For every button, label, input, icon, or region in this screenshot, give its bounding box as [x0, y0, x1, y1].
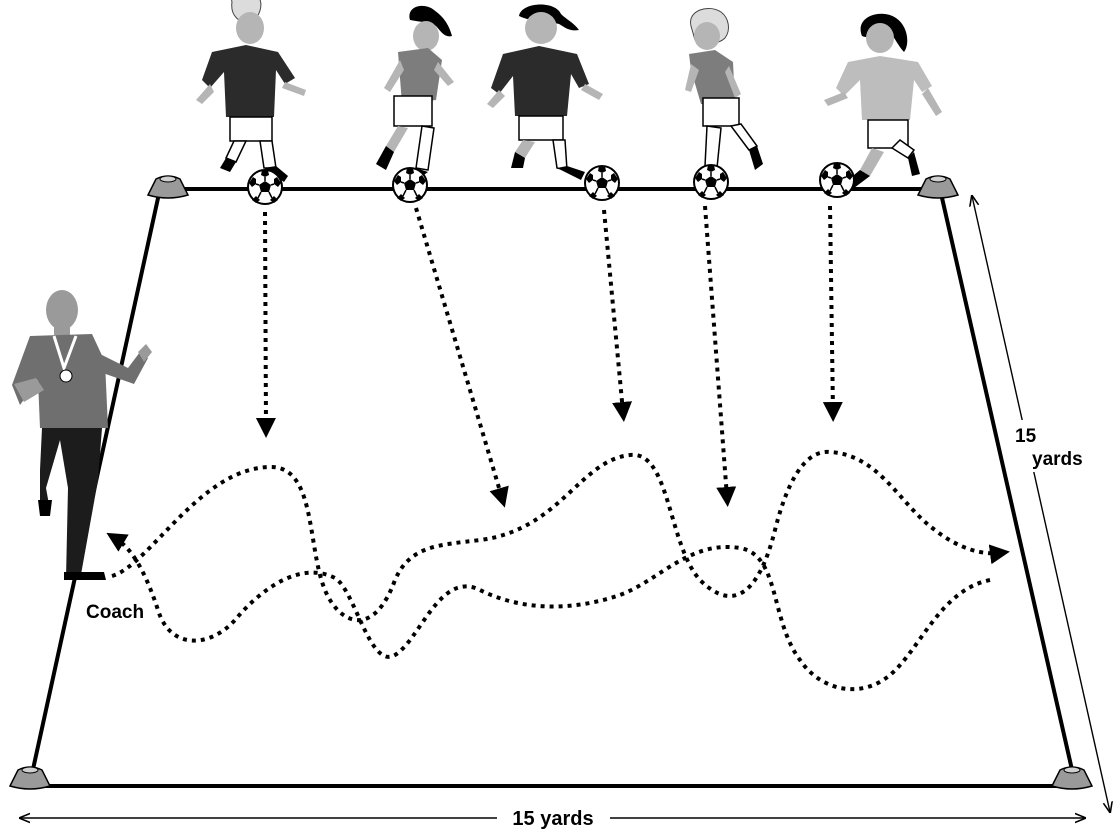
path-arrow [602, 209, 633, 422]
coach-label: Coach [86, 602, 144, 623]
coach-path-return [106, 532, 991, 692]
cone-icon [1051, 766, 1093, 790]
side-length-number: 15 [1015, 426, 1037, 447]
coach-icon [12, 290, 152, 580]
soccer-ball-icon [693, 164, 729, 200]
side-length-unit: yards [1032, 449, 1083, 470]
cone-icon [9, 766, 51, 790]
field [28, 187, 1077, 788]
players [196, 0, 942, 188]
player-icon [685, 8, 763, 178]
cone-icon [147, 175, 189, 199]
player-icon [487, 4, 603, 180]
side-measurement: 15 yards [972, 196, 1110, 812]
soccer-ball-icon [392, 167, 428, 203]
player-icon [824, 13, 942, 188]
path-arrow [255, 211, 276, 438]
soccer-ball-icon [584, 165, 620, 201]
bottom-length-label: 15 yards [512, 808, 593, 829]
bottom-measurement: 15 yards [20, 808, 1085, 829]
whistle-icon [52, 335, 78, 373]
cone-icon [917, 175, 959, 199]
soccer-ball-icon [247, 169, 283, 205]
soccer-ball-icon [819, 162, 855, 198]
player-icon [376, 5, 454, 182]
path-arrow [822, 205, 843, 422]
player-icon [196, 0, 306, 182]
side-measurement-arrow [972, 196, 1110, 812]
coach-path-forward [111, 449, 1010, 623]
path-arrow [703, 205, 737, 507]
field-right-line [938, 188, 1077, 784]
dribble-paths [106, 205, 1010, 692]
path-arrow [414, 207, 509, 508]
